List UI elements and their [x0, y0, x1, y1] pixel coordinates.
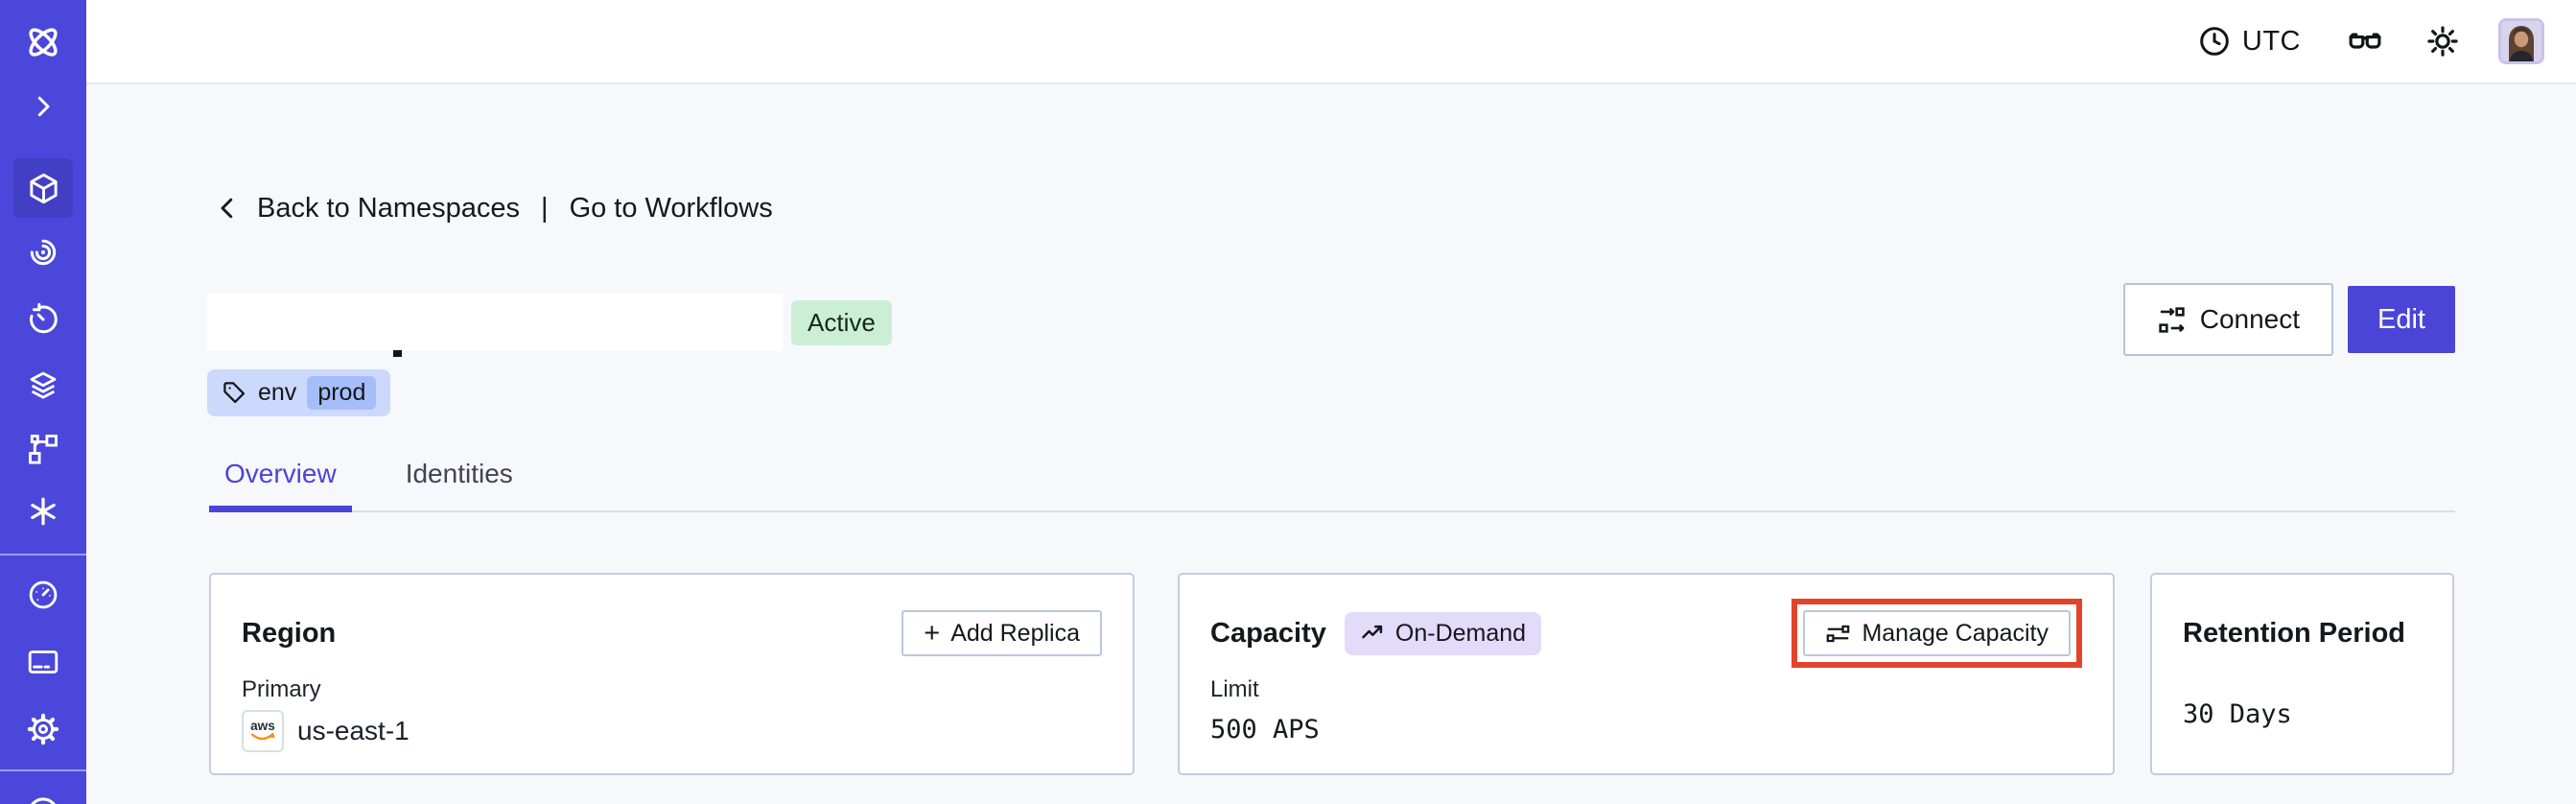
breadcrumb-separator: |	[541, 192, 549, 224]
manage-capacity-button[interactable]: Manage Capacity	[1803, 610, 2071, 656]
user-avatar[interactable]	[2498, 18, 2544, 64]
retention-card: Retention Period 30 Days	[2150, 573, 2454, 775]
add-replica-button[interactable]: + Add Replica	[902, 610, 1102, 656]
edit-button-label: Edit	[2377, 303, 2425, 335]
manage-capacity-label: Manage Capacity	[1862, 619, 2049, 647]
retention-card-title: Retention Period	[2183, 617, 2406, 649]
capacity-limit-label: Limit	[1210, 676, 1259, 702]
tag-value: prod	[307, 376, 377, 410]
region-primary-label: Primary	[242, 676, 321, 702]
labs-toggle-button[interactable]	[2347, 23, 2383, 59]
tab-bar: Overview Identities	[209, 455, 2455, 512]
region-card: Region + Add Replica Primary aws us-east…	[209, 573, 1135, 775]
edit-button[interactable]: Edit	[2348, 286, 2455, 353]
trending-up-icon	[1362, 625, 1383, 639]
capacity-card: Capacity On-Demand	[1178, 573, 2115, 775]
sidebar	[0, 0, 86, 804]
add-replica-label: Add Replica	[950, 619, 1080, 647]
back-chevron-icon[interactable]	[213, 192, 242, 225]
sidebar-item-batch-operations[interactable]	[0, 432, 86, 466]
retention-card-header: Retention Period	[2183, 600, 2422, 667]
timezone-selector[interactable]: UTC	[2198, 25, 2301, 58]
region-card-header: Region + Add Replica	[242, 600, 1102, 667]
glasses-icon	[2349, 33, 2381, 49]
gauge-icon	[29, 580, 58, 609]
namespace-name-redacted	[207, 294, 783, 351]
sidebar-expand-chevron-icon[interactable]	[0, 90, 86, 123]
sun-icon	[2427, 26, 2458, 57]
sidebar-item-deployments[interactable]	[0, 368, 86, 403]
annotation-highlight-box: Manage Capacity	[1791, 599, 2082, 668]
capacity-card-header: Capacity On-Demand	[1210, 599, 2082, 668]
connect-flow-icon	[2159, 306, 2185, 333]
namespace-tag-badge: env prod	[207, 369, 391, 416]
billing-card-icon	[28, 650, 59, 674]
sidebar-item-settings[interactable]	[0, 712, 86, 746]
aws-wordmark: aws	[250, 719, 275, 733]
sliders-icon	[1827, 625, 1850, 642]
topbar-actions: UTC	[2198, 0, 2544, 83]
breadcrumb-back-link[interactable]: Back to Namespaces	[257, 192, 521, 224]
ondemand-badge: On-Demand	[1344, 611, 1542, 655]
sidebar-item-workflows[interactable]	[0, 235, 86, 270]
tag-row: env prod	[207, 369, 391, 416]
capacity-card-title: Capacity	[1210, 617, 1326, 649]
layers-icon	[30, 371, 57, 399]
connect-button[interactable]: Connect	[2122, 283, 2334, 356]
retention-value: 30 Days	[2183, 699, 2292, 729]
asterisk-icon	[31, 497, 56, 526]
sidebar-item-help[interactable]	[0, 791, 86, 804]
cube-icon	[29, 173, 58, 203]
region-card-title: Region	[242, 617, 337, 649]
breadcrumb-workflows-link[interactable]: Go to Workflows	[569, 192, 773, 224]
sidebar-divider	[0, 554, 86, 556]
ondemand-badge-label: On-Demand	[1394, 619, 1527, 647]
temporal-logo-icon[interactable]	[0, 21, 86, 63]
tab-overview[interactable]: Overview	[209, 455, 352, 512]
namespace-actions: Connect Edit	[2122, 281, 2455, 358]
tag-key: env	[258, 379, 297, 406]
schedules-clock-icon	[30, 302, 58, 334]
avatar-image	[2501, 21, 2541, 61]
sidebar-divider	[0, 769, 86, 771]
sidebar-item-schedules[interactable]	[0, 302, 86, 337]
connect-button-label: Connect	[2199, 304, 2301, 334]
sidebar-item-usage[interactable]	[0, 578, 86, 612]
status-badge: Active	[791, 300, 892, 345]
breadcrumb: Back to Namespaces | Go to Workflows	[213, 192, 773, 225]
region-value: us-east-1	[297, 716, 410, 745]
overview-cards: Region + Add Replica Primary aws us-east…	[209, 573, 2454, 775]
workflow-spiral-icon	[30, 239, 57, 266]
help-circle-icon	[31, 797, 56, 804]
theme-toggle-button[interactable]	[2425, 24, 2460, 59]
sidebar-item-namespaces[interactable]	[0, 171, 86, 205]
tag-icon	[223, 382, 246, 404]
capacity-value: 500 APS	[1210, 715, 1320, 745]
plus-icon: +	[924, 617, 941, 649]
tab-identities[interactable]: Identities	[405, 459, 513, 488]
timezone-label: UTC	[2241, 25, 2301, 57]
clock-icon	[2200, 27, 2229, 56]
sidebar-item-nexus[interactable]	[0, 494, 86, 529]
sidebar-item-billing[interactable]	[0, 645, 86, 679]
gear-icon	[27, 713, 59, 745]
namespace-title-row: Active Connect Edit	[207, 281, 2455, 358]
redaction-artifact	[393, 350, 402, 357]
region-value-row: aws us-east-1	[242, 710, 1102, 752]
topbar: UTC	[86, 0, 2576, 84]
branch-graph-icon	[29, 435, 58, 464]
aws-provider-icon: aws	[242, 710, 284, 752]
